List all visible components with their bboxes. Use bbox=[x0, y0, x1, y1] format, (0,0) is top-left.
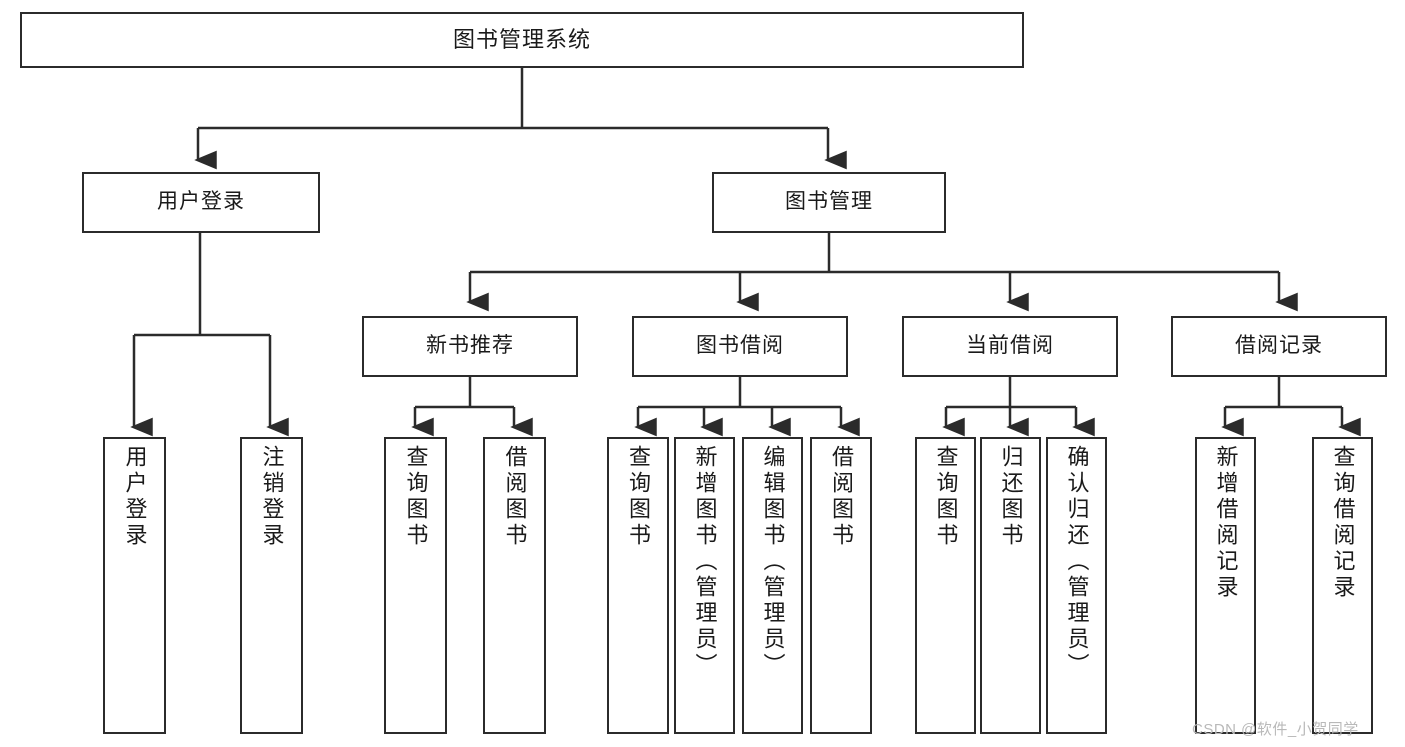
node-leaf-confirm-return[interactable]: 确认归还（管理员） bbox=[1046, 437, 1107, 734]
node-new-book-recommend[interactable]: 新书推荐 bbox=[362, 316, 578, 377]
node-book-manage[interactable]: 图书管理 bbox=[712, 172, 946, 233]
node-leaf-borrow-book-1-label: 借阅图书 bbox=[502, 445, 528, 549]
node-leaf-user-login[interactable]: 用户登录 bbox=[103, 437, 166, 734]
node-leaf-query-book-2-label: 查询图书 bbox=[626, 445, 651, 549]
node-borrow-record[interactable]: 借阅记录 bbox=[1171, 316, 1387, 377]
csdn-watermark: CSDN @软件_小贺同学 bbox=[1192, 721, 1359, 738]
node-borrow-record-label: 借阅记录 bbox=[1235, 334, 1323, 358]
node-leaf-query-book-1[interactable]: 查询图书 bbox=[384, 437, 447, 734]
node-leaf-add-record[interactable]: 新增借阅记录 bbox=[1195, 437, 1256, 734]
node-leaf-return-book-label: 归还图书 bbox=[998, 445, 1024, 549]
node-leaf-query-book-1-label: 查询图书 bbox=[403, 445, 429, 549]
node-book-borrow-label: 图书借阅 bbox=[696, 334, 784, 358]
node-user-login[interactable]: 用户登录 bbox=[82, 172, 320, 233]
node-leaf-query-book-3[interactable]: 查询图书 bbox=[915, 437, 976, 734]
node-book-borrow[interactable]: 图书借阅 bbox=[632, 316, 848, 377]
node-leaf-user-login-label: 用户登录 bbox=[122, 445, 148, 549]
node-leaf-logout[interactable]: 注销登录 bbox=[240, 437, 303, 734]
node-leaf-borrow-book-2[interactable]: 借阅图书 bbox=[810, 437, 872, 734]
node-leaf-edit-book-label: 编辑图书（管理员） bbox=[760, 445, 786, 679]
node-leaf-query-record[interactable]: 查询借阅记录 bbox=[1312, 437, 1373, 734]
node-user-login-label: 用户登录 bbox=[157, 190, 245, 214]
node-book-manage-label: 图书管理 bbox=[785, 190, 873, 214]
node-root[interactable]: 图书管理系统 bbox=[20, 12, 1024, 68]
node-leaf-query-record-label: 查询借阅记录 bbox=[1330, 445, 1356, 601]
node-leaf-logout-label: 注销登录 bbox=[259, 445, 285, 549]
node-leaf-query-book-3-label: 查询图书 bbox=[933, 445, 959, 549]
node-leaf-query-book-2[interactable]: 查询图书 bbox=[607, 437, 669, 734]
node-leaf-borrow-book-2-label: 借阅图书 bbox=[829, 445, 854, 549]
node-current-borrow-label: 当前借阅 bbox=[966, 334, 1054, 358]
node-leaf-add-record-label: 新增借阅记录 bbox=[1213, 445, 1239, 601]
node-leaf-add-book[interactable]: 新增图书（管理员） bbox=[674, 437, 735, 734]
node-root-label: 图书管理系统 bbox=[452, 27, 591, 53]
node-current-borrow[interactable]: 当前借阅 bbox=[902, 316, 1118, 377]
node-leaf-edit-book[interactable]: 编辑图书（管理员） bbox=[742, 437, 803, 734]
node-leaf-confirm-return-label: 确认归还（管理员） bbox=[1064, 445, 1090, 679]
node-leaf-return-book[interactable]: 归还图书 bbox=[980, 437, 1041, 734]
node-leaf-borrow-book-1[interactable]: 借阅图书 bbox=[483, 437, 546, 734]
node-new-book-recommend-label: 新书推荐 bbox=[426, 334, 514, 358]
node-leaf-add-book-label: 新增图书（管理员） bbox=[692, 445, 718, 679]
